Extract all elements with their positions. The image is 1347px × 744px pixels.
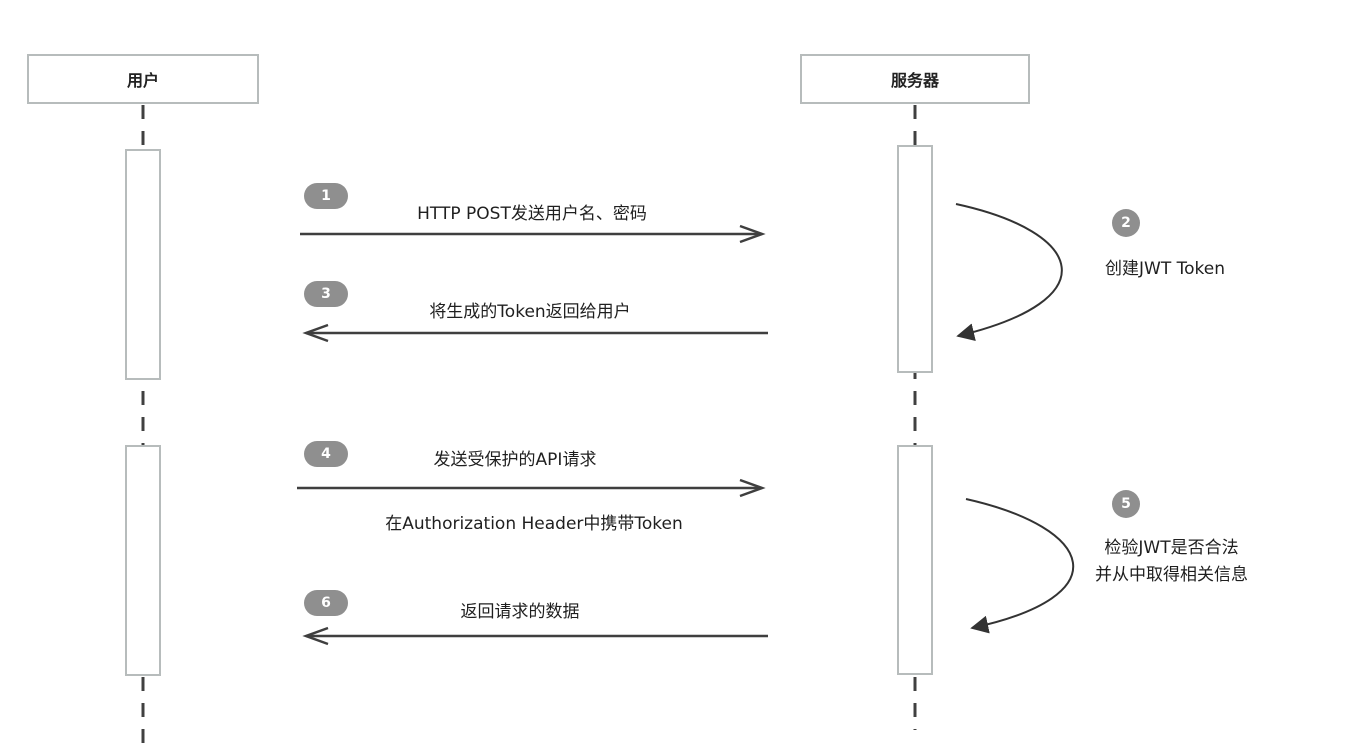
message-arrow-6 (302, 626, 768, 646)
self-note-2-line-1: 创建JWT Token (1105, 259, 1225, 279)
self-call-curve-5 (965, 498, 1075, 634)
user-actor-box: 用户 (27, 54, 259, 104)
message-label-3: 将生成的Token返回给用户 (429, 302, 631, 322)
self-note-5-line-1: 检验JWT是否合法 (1104, 538, 1239, 558)
message-arrow-3 (302, 323, 768, 343)
server-actor-box: 服务器 (800, 54, 1030, 104)
message-arrow-1 (300, 224, 766, 244)
message-label-4: 发送受保护的API请求 (433, 450, 597, 470)
server-activation-2 (897, 445, 933, 675)
user-actor-label: 用户 (126, 71, 159, 90)
step-badge-3: 3 (304, 281, 348, 307)
message-label-6: 返回请求的数据 (460, 602, 580, 622)
step-badge-4: 4 (304, 441, 348, 467)
self-note-5-line-2: 并从中取得相关信息 (1095, 565, 1248, 585)
step-badge-1: 1 (304, 183, 348, 209)
self-note-2: 创建JWT Token (1105, 256, 1225, 283)
step-badge-2: 2 (1112, 209, 1140, 237)
server-actor-label: 服务器 (890, 71, 939, 90)
user-activation-1 (125, 149, 161, 380)
step-badge-6: 6 (304, 590, 348, 616)
message-sublabel-4: 在Authorization Header中携带Token (385, 514, 683, 534)
message-label-1: HTTP POST发送用户名、密码 (417, 204, 647, 224)
self-call-curve-2 (955, 203, 1063, 341)
step-badge-5: 5 (1112, 490, 1140, 518)
user-activation-2 (125, 445, 161, 676)
server-activation-1 (897, 145, 933, 373)
message-arrow-4 (297, 478, 766, 498)
self-note-5: 检验JWT是否合法 并从中取得相关信息 (1095, 535, 1248, 589)
